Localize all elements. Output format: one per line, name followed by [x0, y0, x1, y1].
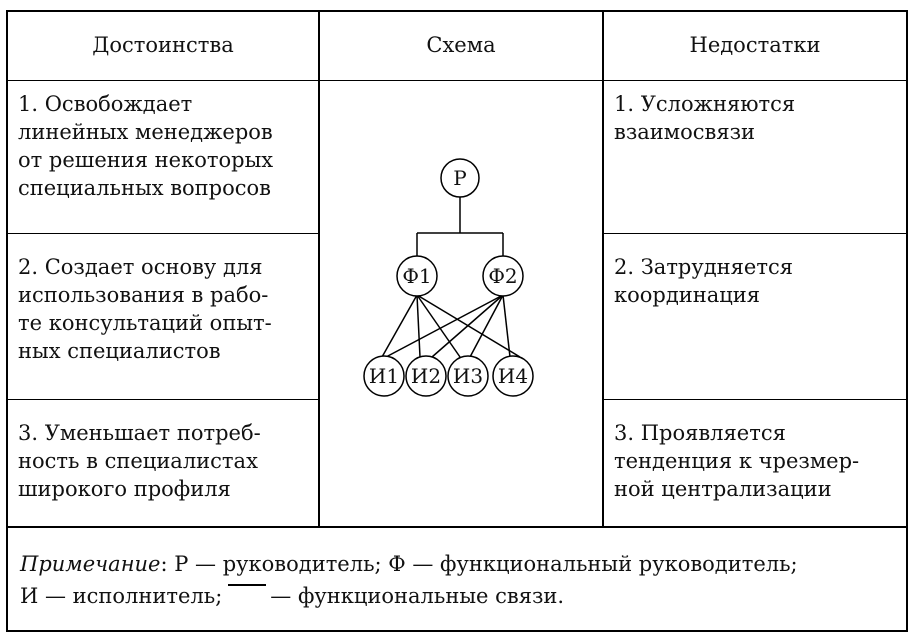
- node-i1-label: И1: [369, 364, 399, 388]
- note-line2-end: — функциональные связи.: [270, 584, 565, 608]
- table-border-left: [6, 10, 8, 632]
- link-f1-i3: [416, 294, 461, 358]
- header-disadvantages: Недостатки: [689, 33, 821, 57]
- link-f2-i4: [502, 294, 511, 358]
- disadvantage-1: 1. Усложняются взаимосвязи: [614, 92, 796, 144]
- note-line1-text: : Р — руководитель; Ф — функциональный р…: [160, 552, 798, 576]
- note-line-2: И — исполнитель; — функциональные связи.: [20, 580, 798, 612]
- node-f2-label: Ф2: [488, 264, 517, 288]
- node-i2-label: И2: [411, 364, 441, 388]
- node-f1-circle: [396, 255, 438, 297]
- node-i2-circle: [405, 355, 447, 397]
- link-f1-i2: [416, 294, 421, 358]
- note-line2-start: И — исполнитель;: [20, 584, 223, 608]
- note-label: Примечание: [20, 552, 161, 576]
- table-border-bottom: [6, 630, 908, 632]
- functional-link-legend-line: [228, 584, 267, 587]
- link-f1-i1: [381, 294, 418, 358]
- node-f1-label: Ф1: [402, 264, 431, 288]
- header-scheme: Схема: [426, 33, 496, 57]
- advantage-2: 2. Создает основу для использования в ра…: [18, 255, 272, 363]
- node-f2-circle: [482, 255, 524, 297]
- column-divider-right: [602, 10, 604, 526]
- header-divider: [6, 80, 908, 81]
- row-divider-left-2: [6, 399, 320, 400]
- row-divider-left-1: [6, 233, 320, 234]
- table-border-top: [6, 10, 908, 12]
- note-line-1: Примечание: Р — руководитель; Ф — функци…: [20, 548, 798, 580]
- node-manager-circle: [440, 158, 480, 198]
- link-f2-i2: [431, 294, 504, 358]
- disadvantage-3: 3. Проявляется тенденция к чрезмер- ной …: [614, 421, 860, 501]
- link-f2-i3: [469, 294, 504, 358]
- link-f2-i1: [385, 294, 504, 358]
- node-i3-label: И3: [453, 364, 483, 388]
- advantage-1: 1. Освобождает линейных менеджеров от ре…: [18, 92, 274, 200]
- table-note: Примечание: Р — руководитель; Ф — функци…: [20, 548, 798, 612]
- node-i3-circle: [447, 355, 489, 397]
- table-border-right: [906, 10, 908, 632]
- advantage-3: 3. Уменьшает потреб- ность в специалиста…: [18, 421, 261, 501]
- column-divider-left: [318, 10, 320, 526]
- disadvantage-2: 2. Затрудняется координация: [614, 255, 793, 307]
- note-divider: [6, 526, 908, 528]
- row-divider-right-2: [602, 399, 908, 400]
- node-i1-circle: [363, 355, 405, 397]
- node-i4-circle: [492, 355, 534, 397]
- header-advantages: Достоинства: [92, 33, 234, 57]
- node-i4-label: И4: [498, 364, 528, 388]
- node-manager-label: Р: [453, 166, 466, 190]
- row-divider-right-1: [602, 233, 908, 234]
